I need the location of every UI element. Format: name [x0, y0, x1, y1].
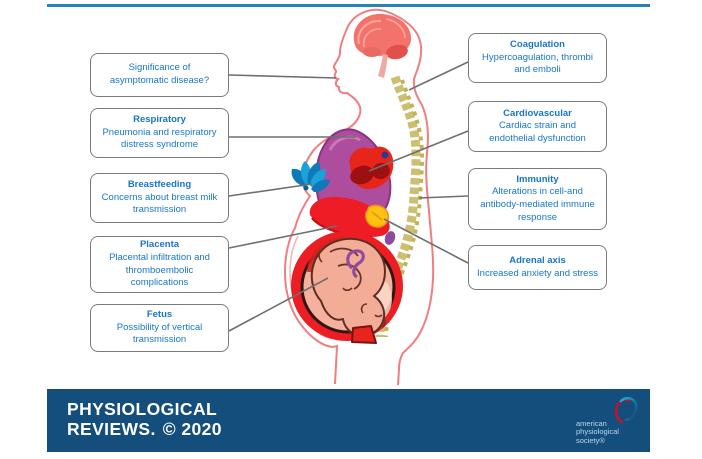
- box-title: Breastfeeding: [127, 179, 192, 191]
- connector-adrenal: [383, 218, 469, 264]
- label-box-placenta: Placenta Placental infiltration and thro…: [90, 236, 229, 293]
- connector-placenta: [228, 225, 338, 249]
- connector-cardiovascular: [368, 130, 469, 172]
- box-title: Respiratory: [133, 114, 186, 126]
- brain-icon: [353, 13, 412, 78]
- aps-logo-icon: [614, 396, 638, 424]
- label-box-fetus: Fetus Possibility of vertical transmissi…: [90, 304, 229, 352]
- top-rule: [47, 4, 650, 7]
- adrenal-gland-icon: [365, 204, 390, 228]
- box-title: Cardiovascular: [503, 107, 572, 119]
- box-title: Fetus: [146, 309, 173, 321]
- box-title: Placenta: [139, 239, 180, 251]
- connector-fetus: [228, 277, 329, 332]
- box-body: Alterations in cell-and antibody-mediate…: [480, 186, 595, 223]
- lung-icon: [315, 128, 392, 226]
- footer-bar: PHYSIOLOGICAL REVIEWS. © 2020 american p…: [47, 389, 650, 452]
- heart-icon: [349, 146, 394, 190]
- aps-society-name: american physiological society®: [576, 418, 619, 445]
- liver-icon: [309, 196, 390, 239]
- body-outline-front: [284, 30, 362, 385]
- belly-inner-line: [289, 235, 335, 339]
- box-body: Significance of asymptomatic disease?: [109, 62, 210, 86]
- box-body: Hypercoagulation, thrombi and emboli: [482, 51, 593, 76]
- journal-line1: PHYSIOLOGICAL: [67, 399, 218, 419]
- body-outline-back: [345, 8, 435, 386]
- cervix-icon: [351, 325, 377, 344]
- breast-icon: [291, 161, 330, 192]
- box-title: Coagulation: [510, 39, 565, 51]
- label-box-asymptomatic-disease: Significance of asymptomatic disease?: [90, 53, 229, 97]
- pregnant-figure-illustration: [284, 8, 435, 386]
- box-body: Possibility of vertical transmission: [116, 321, 203, 346]
- box-title: Adrenal axis: [509, 254, 566, 266]
- label-box-immunity: Immunity Alterations in cell-and antibod…: [468, 168, 607, 230]
- label-box-breastfeeding: Breastfeeding Concerns about breast milk…: [90, 173, 229, 223]
- box-title: Immunity: [516, 173, 559, 185]
- label-box-respiratory: Respiratory Pneumonia and respiratory di…: [90, 108, 229, 158]
- uterus-icon: [291, 231, 403, 341]
- connector-asymptomatic: [228, 74, 337, 79]
- journal-title: PHYSIOLOGICAL REVIEWS. © 2020: [67, 399, 222, 439]
- box-body: Concerns about breast milk transmission: [101, 191, 218, 216]
- connector-coagulation: [408, 61, 469, 91]
- spine-icon: [375, 75, 424, 338]
- label-box-adrenal-axis: Adrenal axis Increased anxiety and stres…: [468, 245, 607, 290]
- label-box-cardiovascular: Cardiovascular Cardiac strain and endoth…: [468, 101, 607, 152]
- connector-breastfeeding: [228, 183, 313, 197]
- fetus-icon: [310, 231, 396, 344]
- box-body: Pneumonia and respiratory distress syndr…: [102, 126, 217, 151]
- umbilical-cord-icon: [346, 249, 365, 279]
- connector-lines: [228, 61, 469, 332]
- connector-immunity: [418, 195, 469, 199]
- journal-line2: REVIEWS.: [67, 418, 156, 439]
- box-body: Increased anxiety and stress: [477, 267, 598, 279]
- box-body: Placental infiltration and thromboemboli…: [109, 251, 210, 289]
- box-body: Cardiac strain and endothelial dysfuncti…: [489, 120, 586, 144]
- label-box-coagulation: Coagulation Hypercoagulation, thrombi an…: [468, 33, 607, 83]
- aps-logo-block: american physiological society®: [574, 393, 640, 449]
- placenta-icon: [307, 236, 345, 273]
- copyright-text: © 2020: [162, 418, 222, 439]
